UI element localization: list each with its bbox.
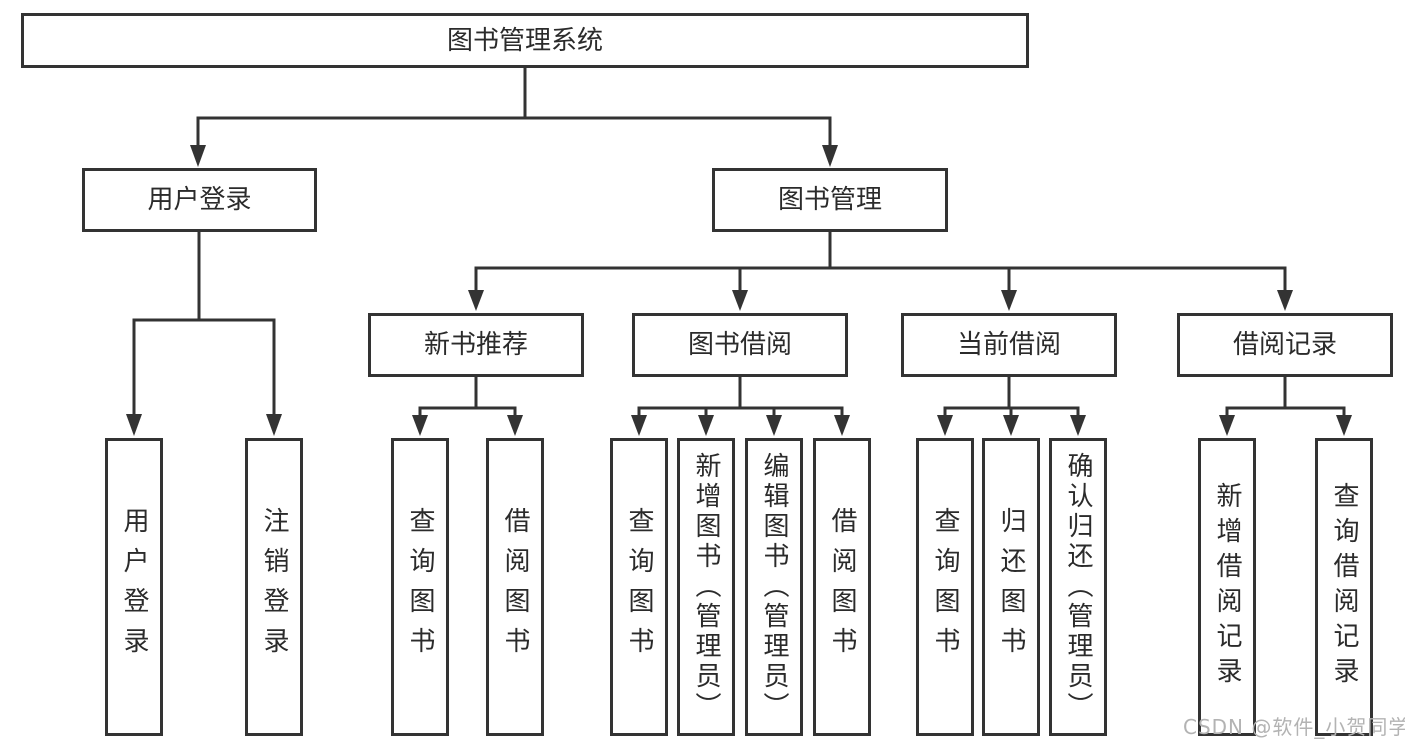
leaf-add-borrow-record: 新增借阅记录 — [1198, 438, 1256, 736]
leaf-edit-book-admin: 编辑图书（管理员） — [745, 438, 803, 736]
node-current-borrowing: 当前借阅 — [901, 313, 1117, 377]
node-book-borrowing: 图书借阅 — [632, 313, 848, 377]
leaf-confirm-return-admin: 确认归还（管理员） — [1049, 438, 1107, 736]
leaf-query-borrow-record: 查询借阅记录 — [1315, 438, 1373, 736]
leaf-logout: 注销登录 — [245, 438, 303, 736]
leaf-query-books-current: 查询图书 — [916, 438, 974, 736]
csdn-watermark: CSDN @软件_小贺同学 — [1183, 715, 1405, 739]
node-new-book-recommend: 新书推荐 — [368, 313, 584, 377]
leaf-borrow-books-recommend: 借阅图书 — [486, 438, 544, 736]
leaf-query-books-recommend: 查询图书 — [391, 438, 449, 736]
leaf-add-book-admin: 新增图书（管理员） — [677, 438, 735, 736]
node-library-management-system: 图书管理系统 — [21, 13, 1029, 68]
leaf-user-login: 用户登录 — [105, 438, 163, 736]
leaf-borrow-books-borrowing: 借阅图书 — [813, 438, 871, 736]
node-book-management: 图书管理 — [712, 168, 948, 232]
node-borrowing-records: 借阅记录 — [1177, 313, 1393, 377]
node-user-login: 用户登录 — [82, 168, 317, 232]
leaf-query-books-borrowing: 查询图书 — [610, 438, 668, 736]
leaf-return-books: 归还图书 — [982, 438, 1040, 736]
